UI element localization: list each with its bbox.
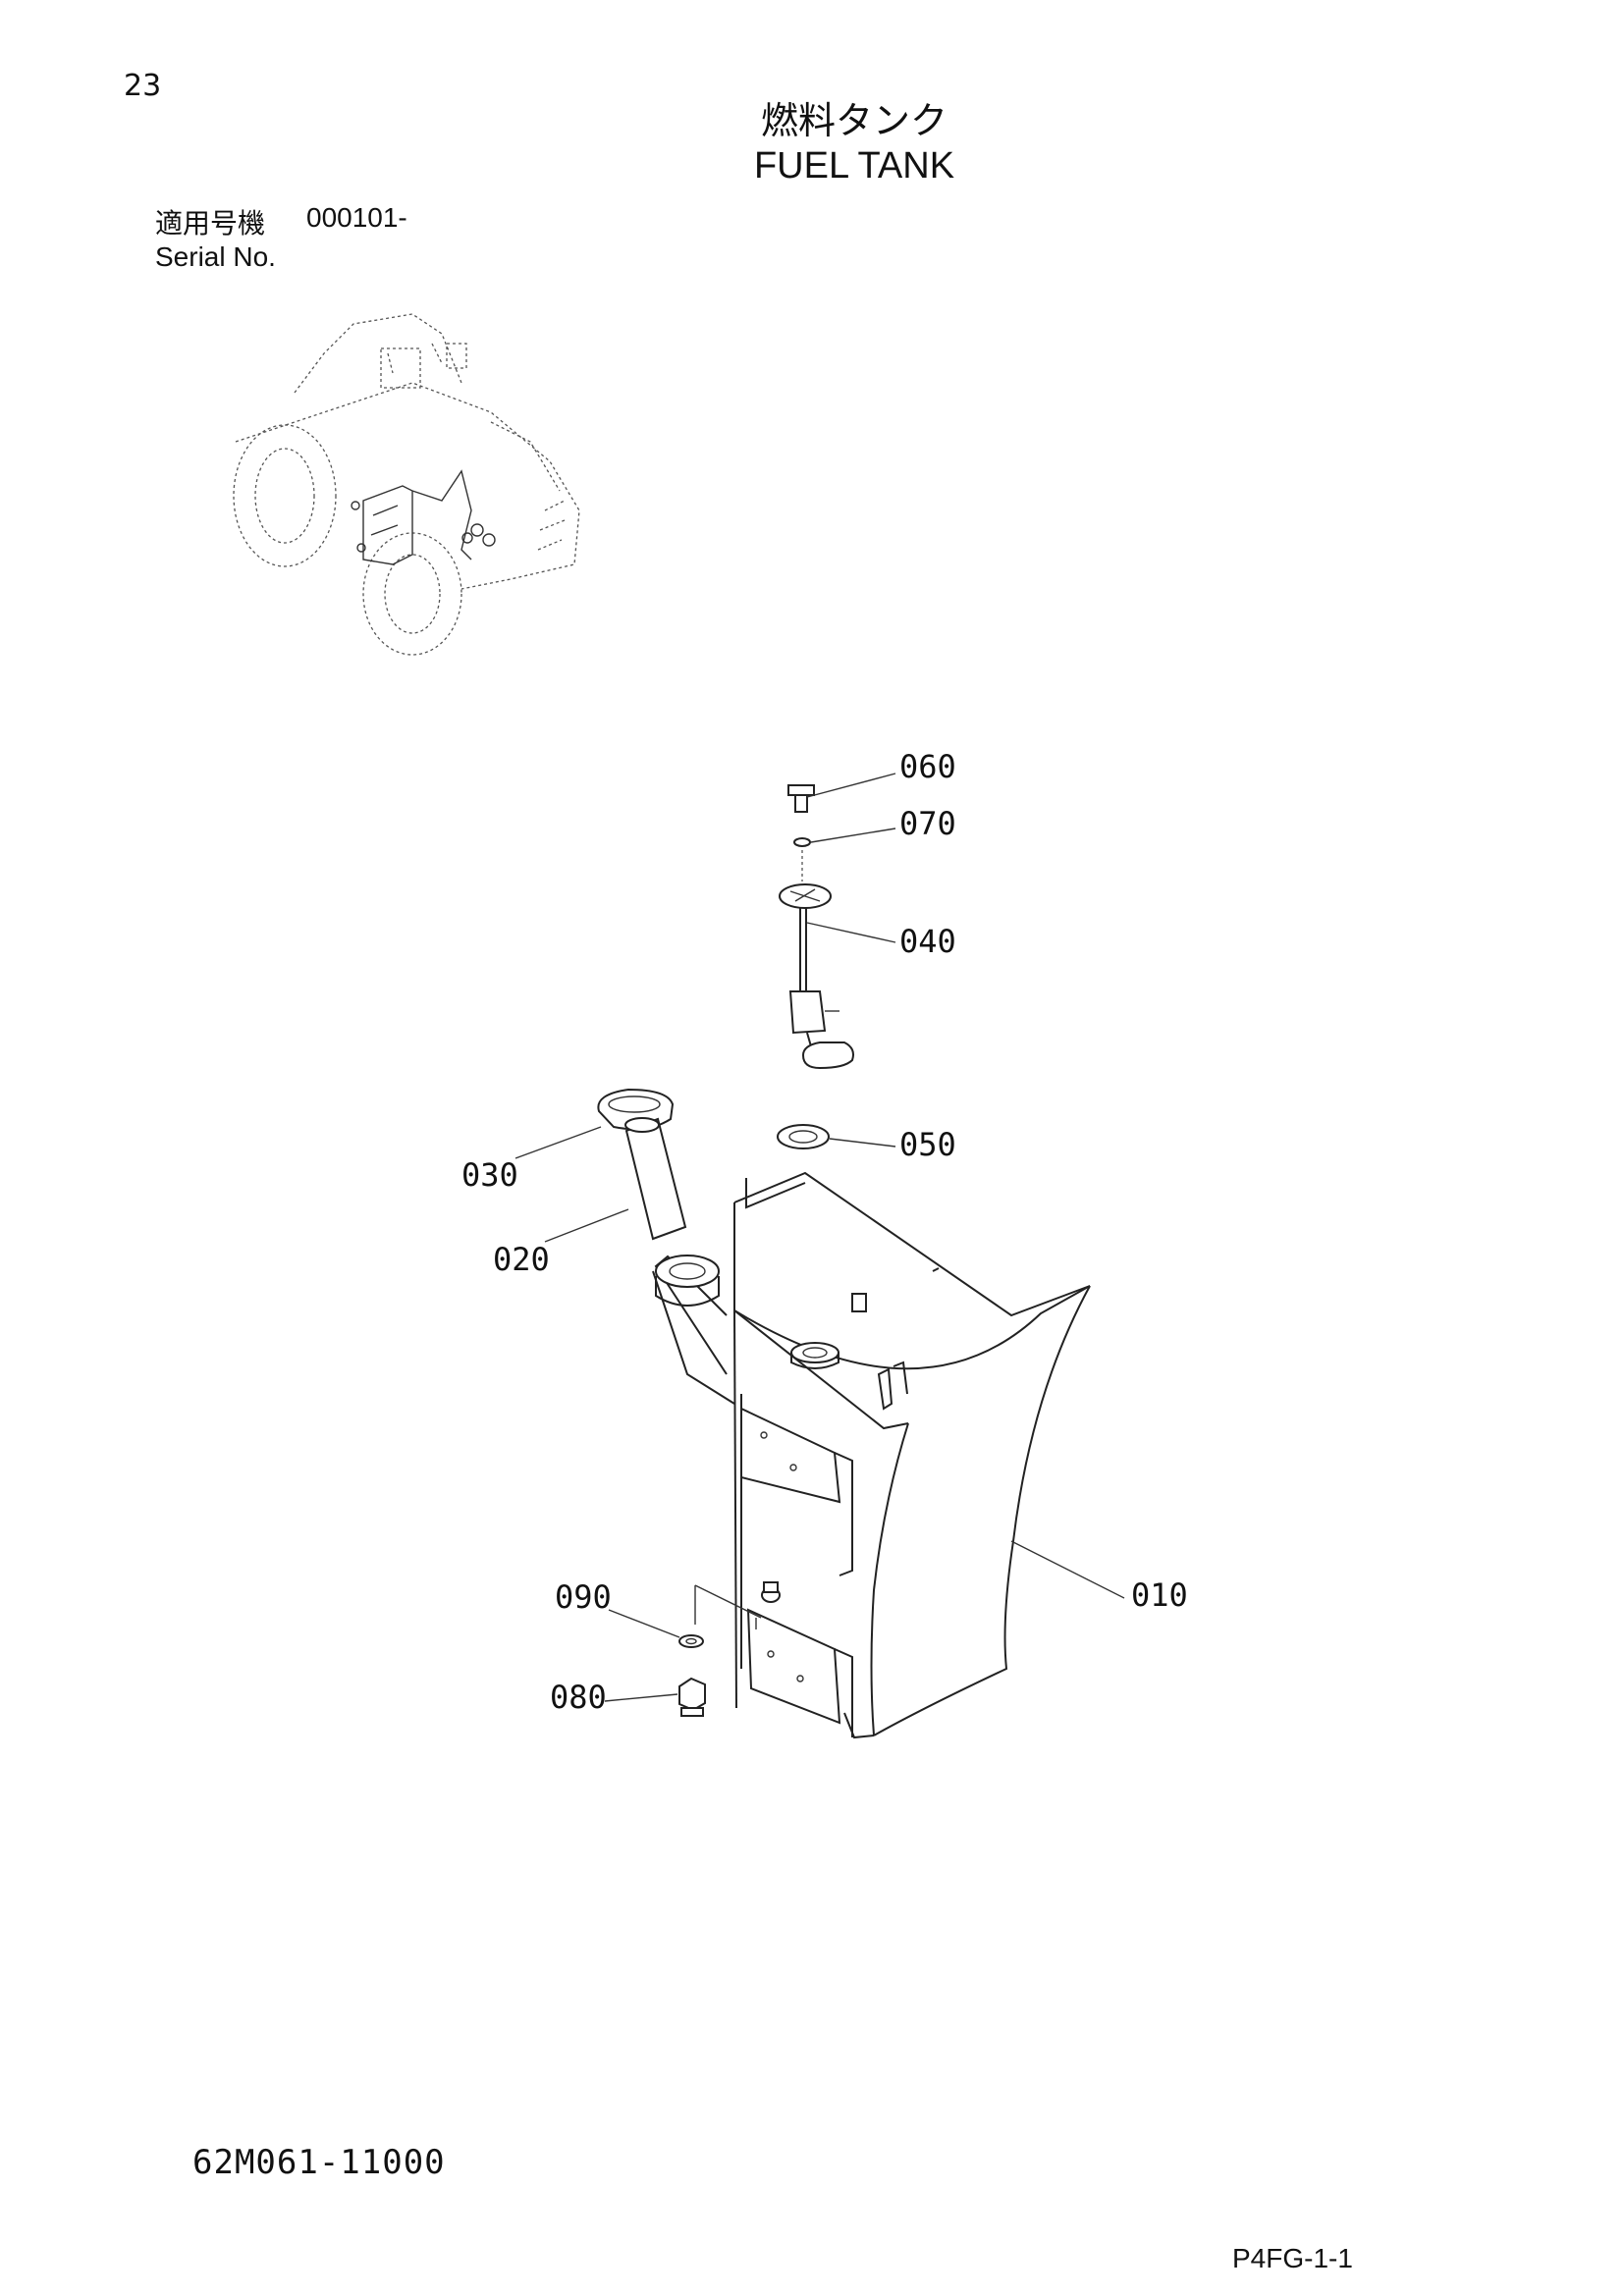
sender-gasket [777, 1124, 830, 1149]
callout-040: 040 [899, 923, 956, 960]
sheet-code: P4FG-1-1 [1232, 2243, 1353, 2273]
callout-060: 060 [899, 748, 956, 785]
filler-pipe [624, 1117, 687, 1241]
drain-plug-assembly [678, 1581, 781, 1717]
title-english: FUEL TANK [753, 145, 955, 187]
serial-label-english: Serial No. [155, 241, 276, 272]
callout-050: 050 [899, 1126, 956, 1163]
serial-label-japanese: 適用号機 [155, 207, 266, 240]
callout-010: 010 [1131, 1576, 1188, 1614]
leader-lines [514, 773, 1125, 1702]
callout-080: 080 [550, 1679, 607, 1716]
callout-030: 030 [461, 1156, 518, 1194]
part-callouts: 060 070 040 050 030 020 010 090 080 [461, 748, 1188, 1716]
title-japanese: 燃料タンク [760, 99, 947, 142]
callout-090: 090 [555, 1578, 612, 1616]
drawing-number: 62M061-11000 [192, 2143, 446, 2182]
machine-location-thumbnail [233, 313, 580, 656]
fuel-tank-body [652, 1171, 1091, 1739]
page-number: 23 [124, 69, 162, 103]
callout-020: 020 [493, 1241, 550, 1278]
serial-value: 000101- [306, 202, 407, 233]
callout-070: 070 [899, 805, 956, 842]
fuel-sender-assembly [779, 784, 854, 1070]
